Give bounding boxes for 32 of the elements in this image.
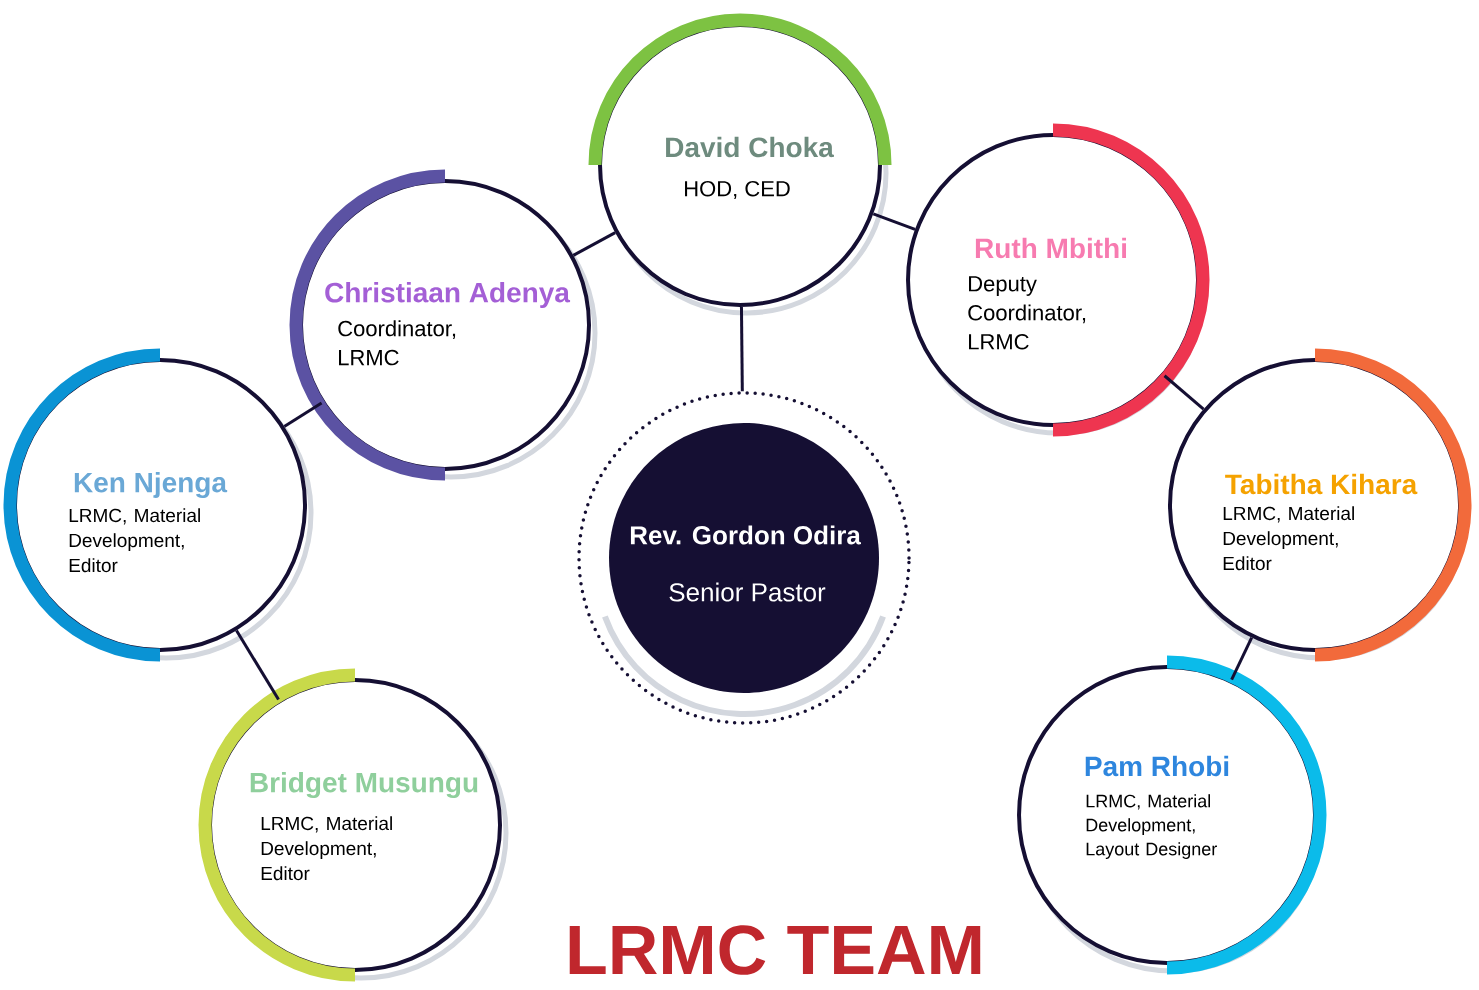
- role-text: Senior Pastor: [669, 582, 826, 602]
- role-text: LRMC, Material Development, Editor: [1223, 506, 1354, 571]
- person-circle: [1017, 655, 1327, 975]
- role-text: Coordinator, LRMC: [338, 320, 456, 366]
- connector-line: [739, 306, 744, 392]
- person-name: Ken Njenga: [74, 471, 228, 499]
- person-name: David Choka: [666, 136, 834, 158]
- leader-circle: [577, 391, 911, 725]
- role-text: Deputy Coordinator, LRMC: [968, 276, 1086, 350]
- person-name: Christiaan Adenya: [325, 281, 571, 309]
- role-text: LRMC, Material Development, Editor: [261, 816, 392, 881]
- person-circle: [588, 13, 892, 316]
- person-name: Ruth Mbithi: [975, 237, 1126, 259]
- person-circle: [1168, 348, 1472, 662]
- connector-line: [872, 212, 916, 231]
- connector-line: [235, 629, 280, 701]
- title: LRMC TEAM: [569, 925, 981, 975]
- person-circle: [3, 348, 314, 662]
- person-circle: [906, 123, 1210, 437]
- person-circle: [289, 169, 598, 481]
- connector-line: [1163, 374, 1205, 411]
- connector-line: [283, 401, 323, 428]
- person-name: Bridget Musungu: [250, 771, 478, 799]
- connector-line: [572, 231, 616, 257]
- person-name: Pam Rhobi: [1085, 755, 1229, 777]
- role-text: HOD, CED: [685, 180, 790, 200]
- person-name: Tabitha Kihara: [1225, 473, 1418, 495]
- person-circle: [198, 668, 509, 982]
- role-text: LRMC, Material Development, Layout Designer: [1086, 794, 1217, 859]
- connector-line: [1230, 637, 1254, 681]
- person-name: Rev. Gordon Odira: [630, 525, 861, 545]
- role-text: LRMC, Material Development, Editor: [69, 508, 200, 573]
